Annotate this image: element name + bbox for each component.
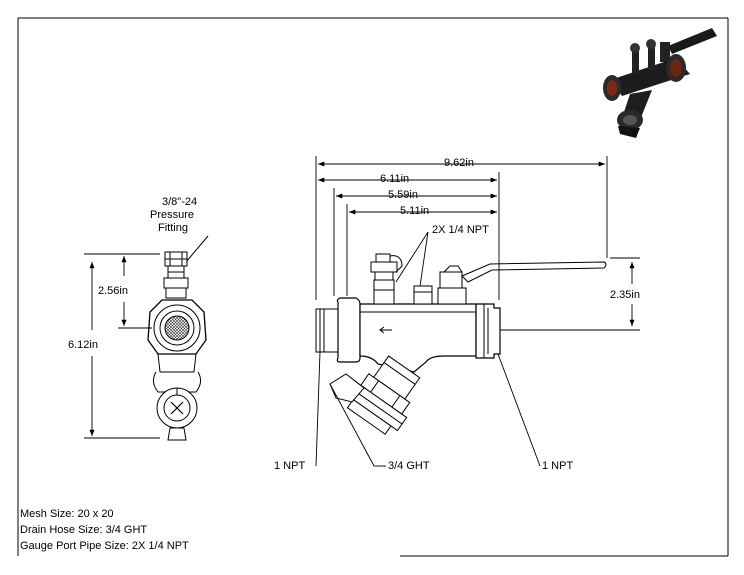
side-view-labels: 3/8"-24 Pressure Fitting 2.56in 6.12in: [68, 196, 197, 351]
drain-label: 3/4 GHT: [388, 460, 430, 472]
spec-gauge-port: Gauge Port Pipe Size: 2X 1/4 NPT: [20, 540, 189, 552]
dim-overall: 9.62in: [444, 157, 474, 169]
dim-b: 5.59in: [388, 189, 418, 201]
inlet-label: 1 NPT: [274, 460, 305, 472]
fitting-label-line2: Pressure: [150, 209, 194, 221]
ports-label: 2X 1/4 NPT: [432, 224, 489, 236]
dim-a: 6.11in: [380, 173, 409, 185]
side-view: [147, 235, 209, 441]
front-view: [315, 253, 607, 435]
front-view-dimensions: [315, 156, 640, 467]
fitting-label-line3: Fitting: [158, 222, 188, 234]
dim-c: 5.11in: [400, 205, 429, 217]
dim-side-height: 2.56in: [98, 285, 128, 297]
outlet-label: 1 NPT: [542, 460, 573, 472]
dim-side-total: 6.12in: [68, 339, 98, 351]
sheet-border: [17, 17, 729, 557]
side-view-dimensions: [84, 253, 160, 439]
fitting-label-line1: 3/8"-24: [162, 196, 197, 208]
spec-drain-hose: Drain Hose Size: 3/4 GHT: [20, 524, 148, 536]
spec-mesh-size: Mesh Size: 20 x 20: [20, 508, 114, 520]
front-view-labels: 9.62in 6.11in 5.59in 5.11in 2.35in 2X 1/…: [274, 157, 640, 472]
dim-handle: 2.35in: [610, 289, 640, 301]
isometric-preview: [603, 28, 717, 138]
